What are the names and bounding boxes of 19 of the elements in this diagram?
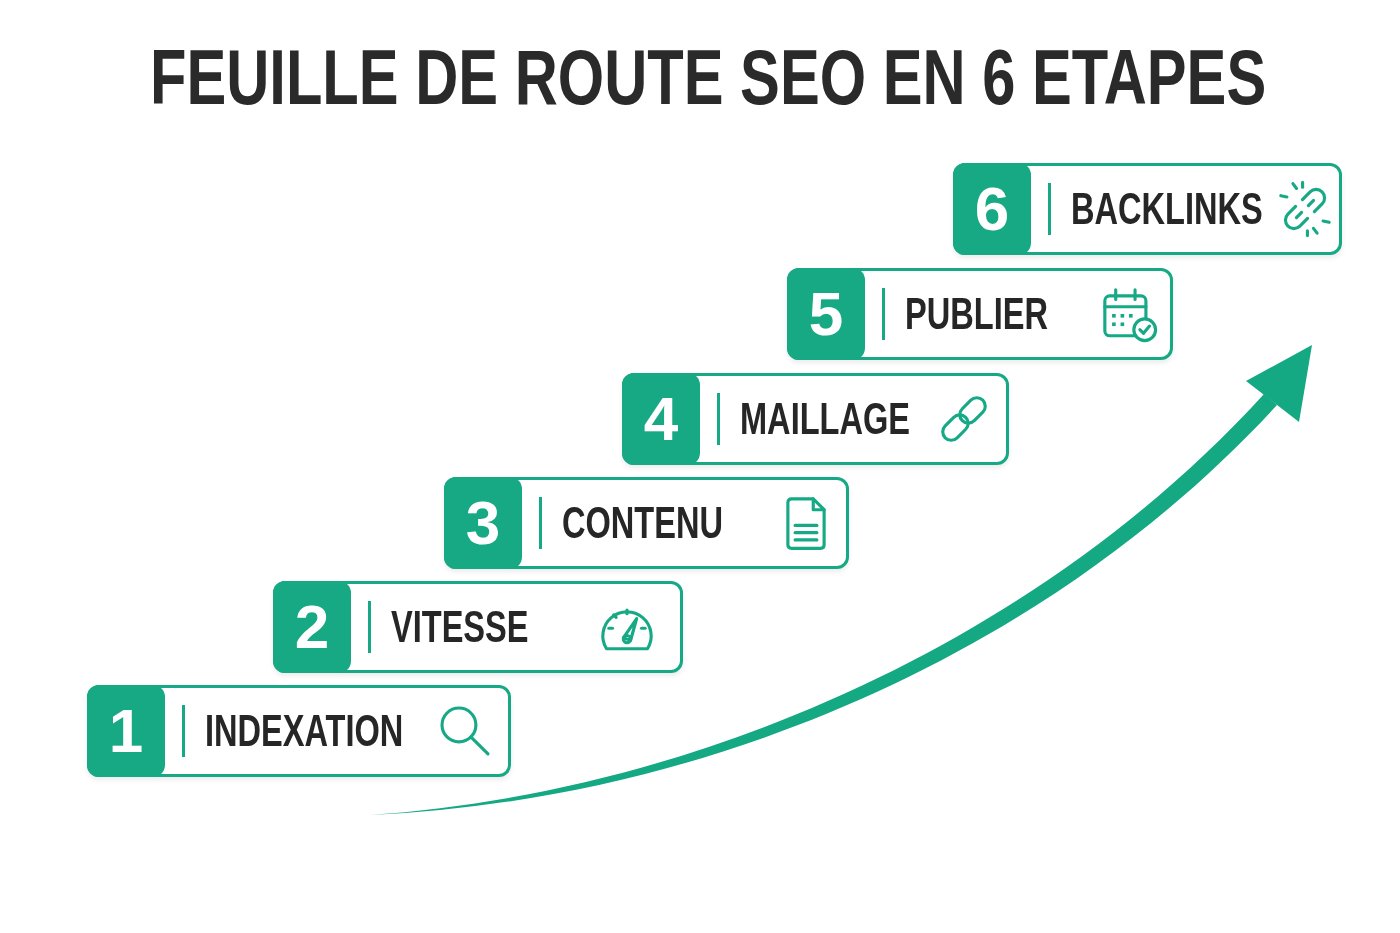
- step-box: [787, 268, 1173, 360]
- step-label: PUBLIER: [905, 292, 1048, 336]
- step-label: CONTENU: [562, 501, 723, 545]
- step-box: [444, 477, 849, 569]
- step-label: INDEXATION: [205, 709, 404, 753]
- diagram-title: FEUILLE DE ROUTE SEO EN 6 ETAPES: [150, 38, 1267, 116]
- step-box: [87, 685, 511, 777]
- step-number: 6: [953, 163, 1031, 255]
- step-box: [953, 163, 1342, 255]
- step-number: 1: [87, 685, 165, 777]
- step-box: [622, 373, 1009, 465]
- step-box: [273, 581, 683, 673]
- step-label: BACKLINKS: [1071, 187, 1263, 231]
- step-number: 2: [273, 581, 351, 673]
- step-number: 3: [444, 477, 522, 569]
- step-label: MAILLAGE: [740, 397, 911, 441]
- step-number: 4: [622, 373, 700, 465]
- step-label: VITESSE: [391, 605, 529, 649]
- step-number: 5: [787, 268, 865, 360]
